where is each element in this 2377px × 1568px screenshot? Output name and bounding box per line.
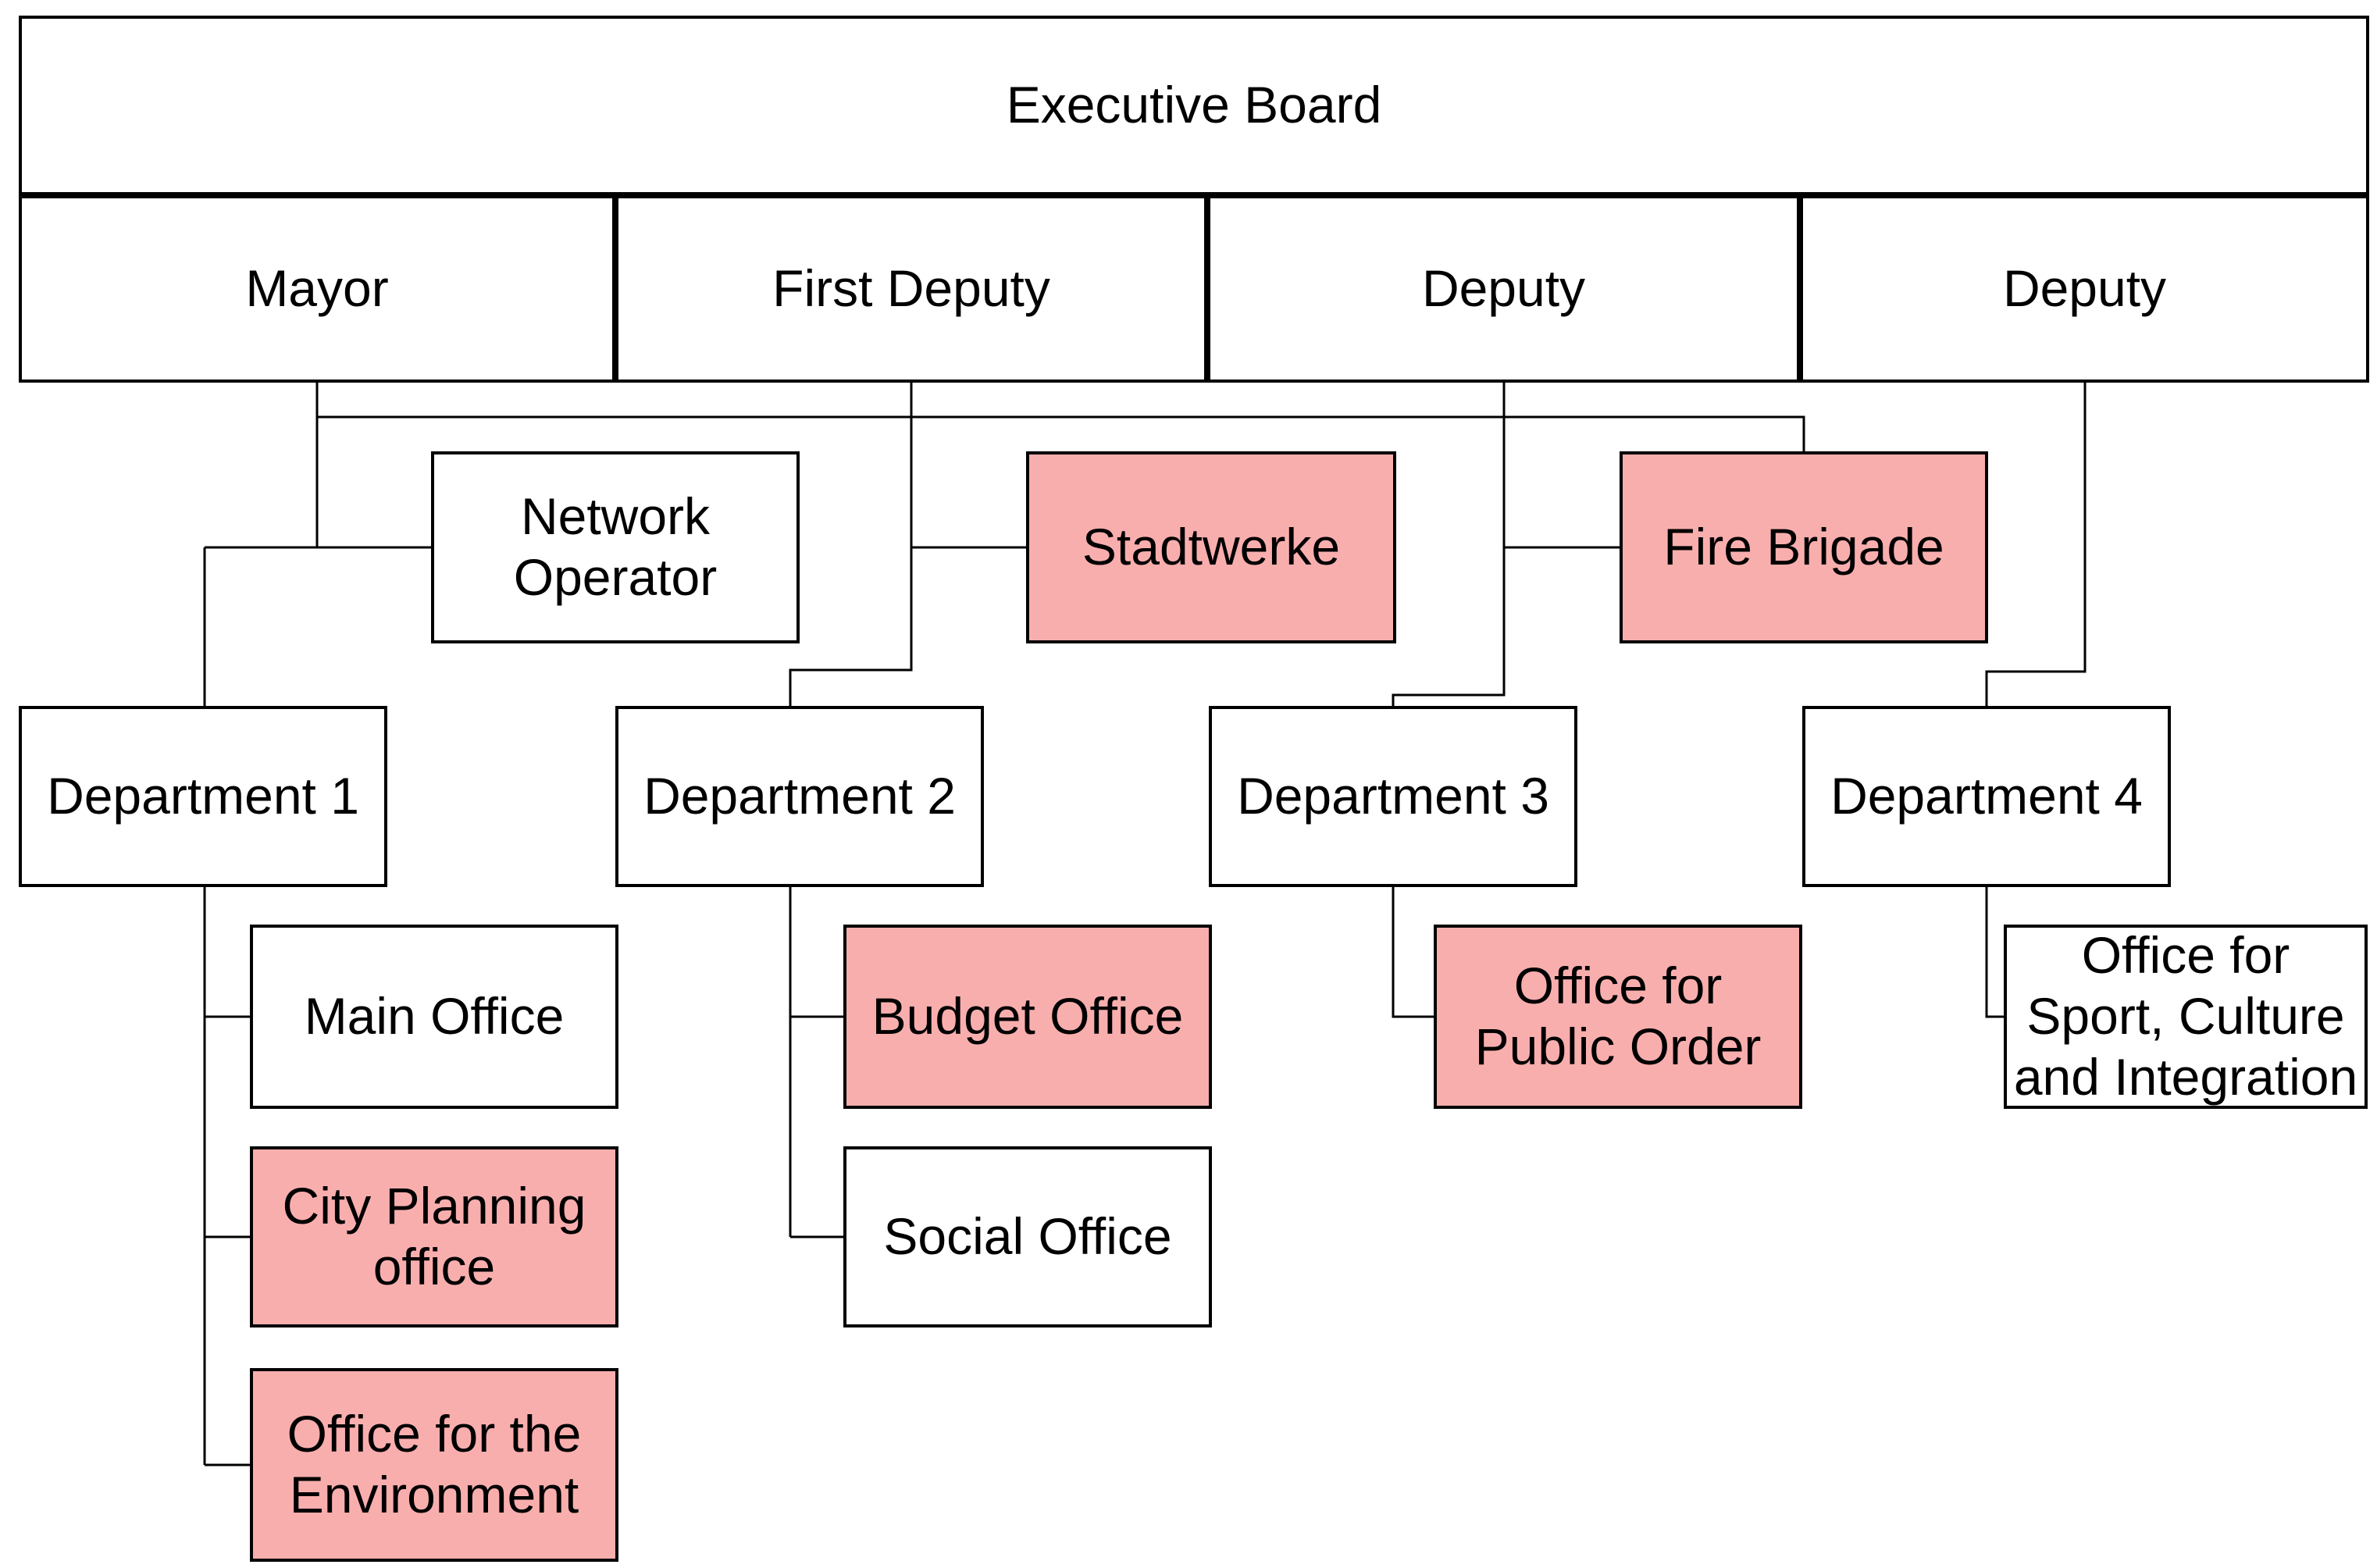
node-label: Budget Office bbox=[871, 987, 1184, 1046]
node-city-planning-office: City Planning office bbox=[250, 1146, 618, 1327]
node-department-3: Department 3 bbox=[1209, 706, 1577, 887]
node-label: Mayor bbox=[245, 259, 389, 318]
node-office-environment: Office for the Environment bbox=[250, 1368, 618, 1562]
node-main-office: Main Office bbox=[250, 925, 618, 1109]
node-label: Fire Brigade bbox=[1663, 518, 1944, 576]
node-office-public-order: Office for Public Order bbox=[1434, 925, 1802, 1109]
edge-first-deputy-department-2 bbox=[789, 383, 913, 706]
edge-department-3-office bbox=[1392, 887, 1434, 1018]
edge-department-2-offices bbox=[789, 887, 843, 1238]
node-label: Main Office bbox=[304, 987, 565, 1046]
edge-department-4-office bbox=[1985, 887, 2004, 1018]
node-executive-board: Executive Board bbox=[19, 16, 2369, 195]
node-office-sport-culture-integration: Office for Sport, Culture and Integratio… bbox=[2004, 925, 2368, 1109]
node-label: Department 2 bbox=[643, 767, 956, 825]
node-label: Social Office bbox=[883, 1207, 1172, 1266]
node-department-2: Department 2 bbox=[615, 706, 984, 887]
node-label: Department 4 bbox=[1830, 767, 2143, 825]
node-social-office: Social Office bbox=[843, 1146, 1212, 1327]
edge-deputy2-department-4 bbox=[1985, 383, 2087, 706]
node-deputy-1: Deputy bbox=[1207, 195, 1800, 383]
node-department-4: Department 4 bbox=[1802, 706, 2171, 887]
node-label: Department 1 bbox=[47, 767, 359, 825]
node-label: Network Operator bbox=[513, 487, 718, 606]
node-label: Office for Sport, Culture and Integratio… bbox=[2013, 926, 2358, 1106]
node-label: Deputy bbox=[1421, 259, 1586, 318]
node-label: Office for the Environment bbox=[287, 1405, 582, 1523]
node-label: Stadtwerke bbox=[1082, 518, 1341, 576]
node-mayor: Mayor bbox=[19, 195, 615, 383]
node-stadtwerke: Stadtwerke bbox=[1026, 451, 1396, 643]
node-label: Department 3 bbox=[1237, 767, 1549, 825]
node-label: City Planning office bbox=[282, 1177, 586, 1295]
edge-mayor-network-operator-and-rail bbox=[203, 383, 431, 1465]
node-department-1: Department 1 bbox=[19, 706, 387, 887]
node-fire-brigade: Fire Brigade bbox=[1620, 451, 1988, 643]
node-label: Office for Public Order bbox=[1474, 957, 1762, 1075]
node-label: Executive Board bbox=[1006, 76, 1382, 134]
node-label: First Deputy bbox=[772, 259, 1050, 318]
node-label: Deputy bbox=[2002, 259, 2167, 318]
node-deputy-2: Deputy bbox=[1800, 195, 2369, 383]
edge-top-rail-fire-brigade bbox=[317, 415, 1805, 451]
edge-deputy-department-3 bbox=[1392, 383, 1506, 706]
node-budget-office: Budget Office bbox=[843, 925, 1212, 1109]
node-first-deputy: First Deputy bbox=[615, 195, 1207, 383]
node-network-operator: Network Operator bbox=[431, 451, 800, 643]
